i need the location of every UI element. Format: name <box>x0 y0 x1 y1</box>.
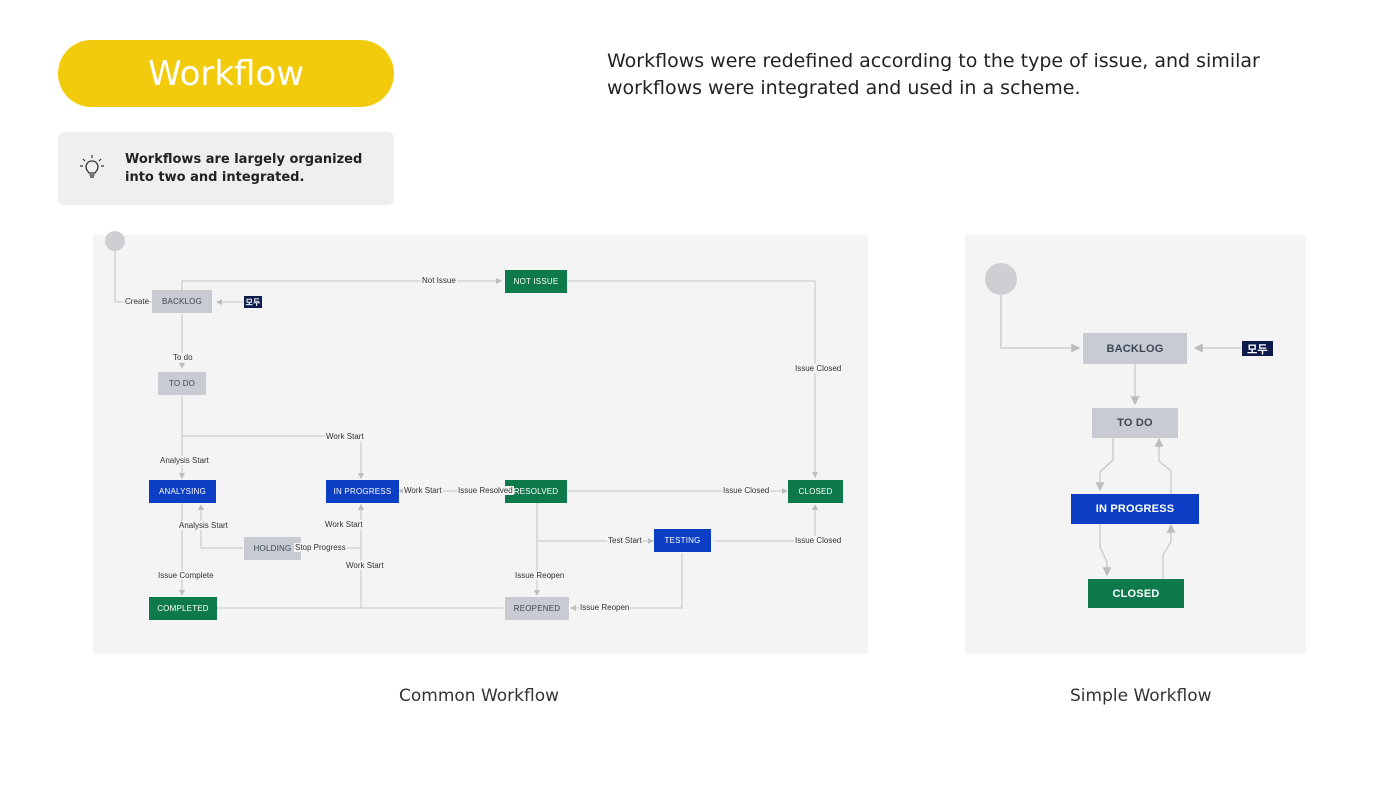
status-resolved: RESOLVED <box>505 480 567 503</box>
simple-connectors <box>1000 295 1241 579</box>
simple-status-closed: CLOSED <box>1088 579 1184 608</box>
simple-status-in-progress: IN PROGRESS <box>1071 494 1199 524</box>
status-backlog: BACKLOG <box>152 290 212 313</box>
status-completed: COMPLETED <box>149 597 217 620</box>
transition-work-start-top: Work Start <box>325 432 365 441</box>
transition-issue-closed-low: Issue Closed <box>794 536 843 545</box>
simple-all-badge: 모두 <box>1242 341 1273 356</box>
transition-work-start-bottom: Work Start <box>345 561 385 570</box>
transition-create: Create <box>124 297 151 306</box>
status-not-issue: NOT ISSUE <box>505 270 567 293</box>
page-title: Workflow <box>147 53 305 94</box>
transition-test-start: Test Start <box>607 536 643 545</box>
common-workflow-diagram: BACKLOG 모두 NOT ISSUE TO DO ANALYSING IN … <box>93 231 868 654</box>
status-holding: HOLDING <box>244 537 301 560</box>
transition-analysis-start: Analysis Start <box>159 456 210 465</box>
simple-workflow-diagram: BACKLOG 모두 TO DO IN PROGRESS CLOSED <box>965 235 1306 654</box>
all-badge: 모두 <box>244 296 262 308</box>
transition-issue-closed-mid: Issue Closed <box>722 486 771 495</box>
transition-work-start-mid: Work Start <box>403 486 443 495</box>
status-reopened: REOPENED <box>505 597 569 620</box>
lightbulb-icon <box>80 155 104 178</box>
simple-workflow-caption: Simple Workflow <box>1070 686 1212 706</box>
status-testing: TESTING <box>654 529 711 552</box>
status-todo: TO DO <box>158 372 206 395</box>
note-text: Workflows are largely organized into two… <box>125 152 363 185</box>
status-in-progress: IN PROGRESS <box>326 480 399 503</box>
transition-issue-reopen-right: Issue Reopen <box>579 603 631 612</box>
transition-not-issue: Not Issue <box>421 276 457 285</box>
status-closed: CLOSED <box>788 480 843 503</box>
start-node <box>105 231 125 251</box>
intro-paragraph: Workflows were redefined according to th… <box>607 50 1260 99</box>
status-analysing: ANALYSING <box>149 480 216 503</box>
transition-stop-progress: Stop Progress <box>294 543 347 552</box>
simple-status-backlog: BACKLOG <box>1083 333 1187 364</box>
simple-start-node <box>985 263 1017 295</box>
workflow-title-pill: Workflow <box>58 40 394 107</box>
transition-issue-closed-top: Issue Closed <box>794 364 843 373</box>
transition-analysis-start-2: Analysis Start <box>178 521 229 530</box>
common-workflow-caption: Common Workflow <box>399 686 560 706</box>
transition-issue-resolved: Issue Resolved <box>457 486 514 495</box>
transition-to-do: To do <box>172 353 194 362</box>
note-callout: Workflows are largely organized into two… <box>58 132 394 205</box>
transition-issue-complete: Issue Complete <box>157 571 215 580</box>
simple-status-todo: TO DO <box>1092 408 1178 438</box>
transition-issue-reopen-left: Issue Reopen <box>514 571 566 580</box>
transition-work-start-low: Work Start <box>324 520 364 529</box>
